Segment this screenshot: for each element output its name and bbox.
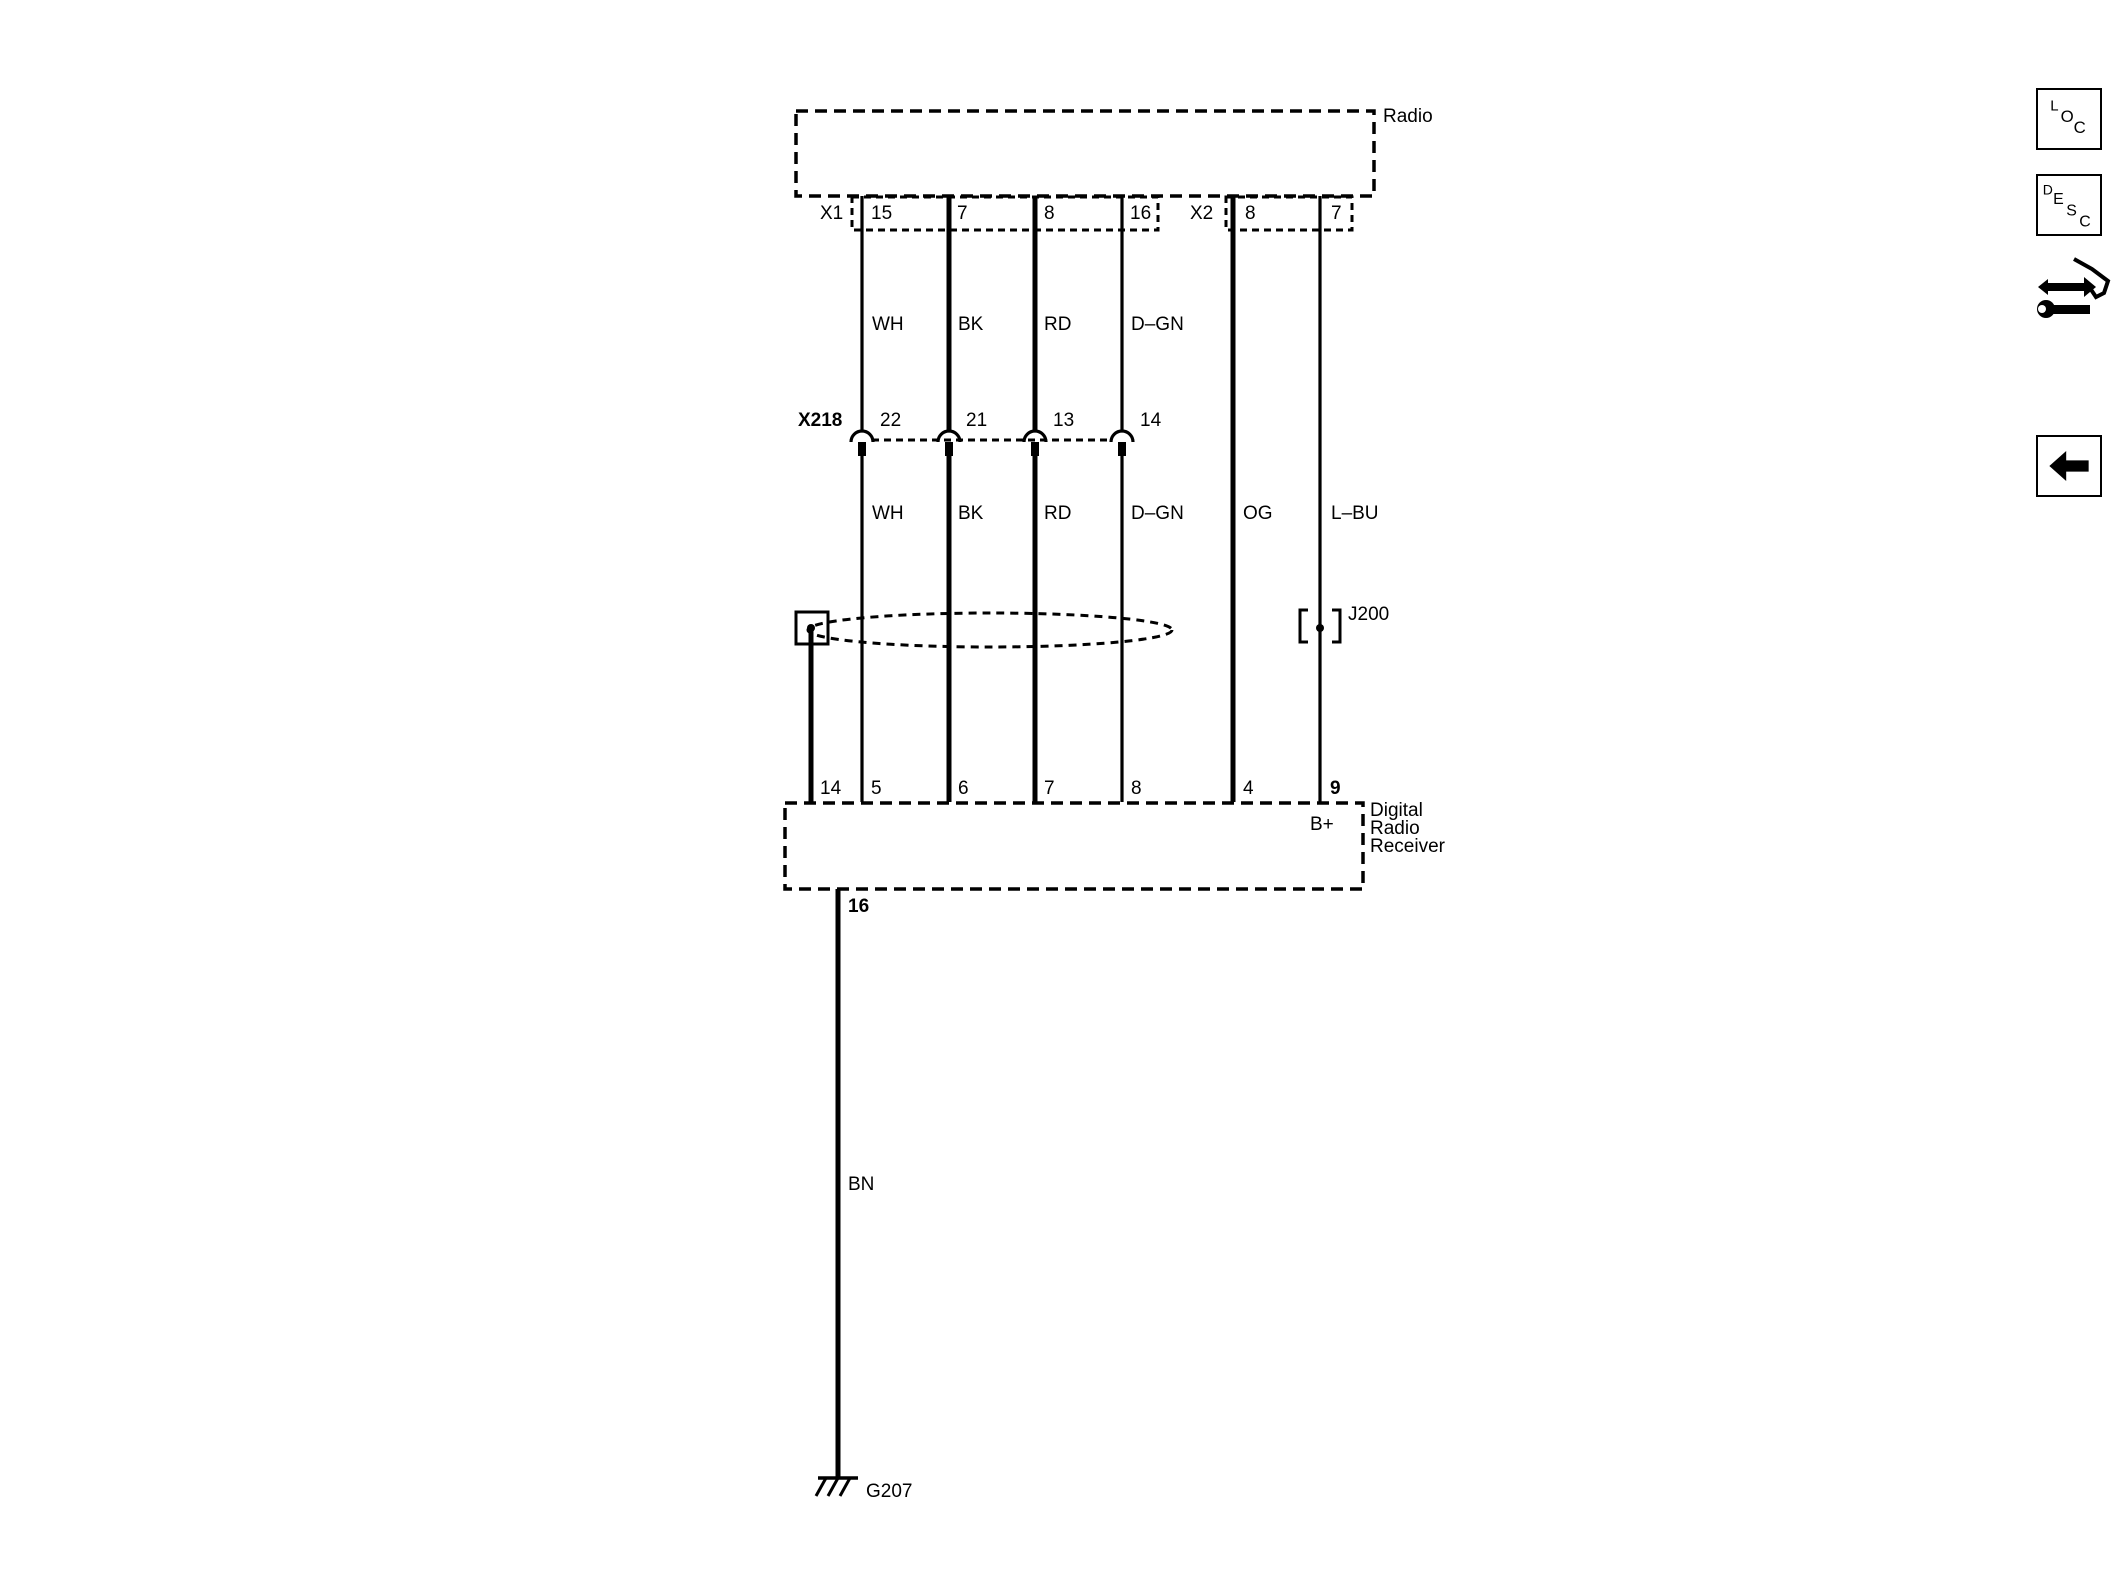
radio-label: Radio <box>1383 106 1433 127</box>
receiver-pin: 14 <box>820 778 842 799</box>
receiver-b-plus: B+ <box>1310 814 1334 835</box>
wire-color-label: D–GN <box>1131 314 1184 335</box>
wire-color-label: BN <box>848 1174 874 1195</box>
x218-pin: 21 <box>966 410 987 431</box>
x2-connector-label: X2 <box>1190 203 1213 224</box>
back-button[interactable] <box>2036 435 2102 497</box>
svg-text:D: D <box>2043 182 2053 198</box>
x1-pin: 8 <box>1044 203 1055 224</box>
ground-label: G207 <box>866 1481 912 1502</box>
x218-terminal <box>936 429 962 456</box>
location-icon: L O C <box>2050 98 2086 137</box>
wire-color-label: WH <box>872 503 904 524</box>
receiver-box <box>783 801 1365 891</box>
location-button[interactable]: L O C <box>2036 88 2102 150</box>
receiver-pin: 5 <box>871 778 882 799</box>
x218-terminal <box>849 429 875 456</box>
wire-color-label: L–BU <box>1331 503 1379 524</box>
wire-color-label: WH <box>872 314 904 335</box>
connector-tools-button[interactable] <box>2034 253 2114 333</box>
shield-drain-box <box>794 610 830 646</box>
x218-terminal <box>1109 429 1135 456</box>
ground-symbol-icon <box>814 1476 858 1497</box>
svg-text:C: C <box>2074 118 2086 137</box>
x218-pin: 14 <box>1140 410 1162 431</box>
x1-pin: 7 <box>957 203 968 224</box>
wire-color-label: RD <box>1044 314 1071 335</box>
x218-terminal <box>1022 429 1048 456</box>
wire-color-label: RD <box>1044 503 1071 524</box>
svg-text:S: S <box>2066 202 2077 219</box>
j200-splice <box>1298 608 1342 644</box>
radio-box <box>794 109 1376 198</box>
x2-pin: 8 <box>1245 203 1256 224</box>
svg-text:E: E <box>2053 191 2064 208</box>
svg-text:C: C <box>2079 214 2090 231</box>
receiver-pin: 4 <box>1243 778 1254 799</box>
receiver-pin: 8 <box>1131 778 1142 799</box>
description-button[interactable]: D E S C <box>2036 174 2102 236</box>
x1-connector-label: X1 <box>820 203 843 224</box>
description-icon: D E S C <box>2043 182 2091 231</box>
wire-color-label: OG <box>1243 503 1273 524</box>
back-arrow-icon <box>2049 451 2089 481</box>
receiver-label: Digital <box>1370 800 1423 821</box>
shield-ellipse <box>806 611 1174 649</box>
x2-connector-box <box>1224 195 1354 232</box>
svg-text:O: O <box>2061 107 2074 126</box>
wire-color-label: BK <box>958 503 984 524</box>
receiver-pin: 9 <box>1330 778 1341 799</box>
j200-label: J200 <box>1348 604 1389 625</box>
receiver-label: Radio <box>1370 818 1420 839</box>
x2-pin: 7 <box>1331 203 1342 224</box>
x1-pin: 16 <box>1130 203 1151 224</box>
receiver-pin: 6 <box>958 778 969 799</box>
wire-color-label: D–GN <box>1131 503 1184 524</box>
svg-text:L: L <box>2050 98 2058 115</box>
x1-pin: 15 <box>871 203 892 224</box>
x218-pin: 13 <box>1053 410 1074 431</box>
receiver-label: Receiver <box>1370 836 1446 857</box>
ground-pin-label: 16 <box>848 896 869 917</box>
connector-tools-icon <box>2037 257 2111 318</box>
x218-label: X218 <box>798 410 842 431</box>
wire-color-label: BK <box>958 314 984 335</box>
x218-pin: 22 <box>880 410 901 431</box>
receiver-pin: 7 <box>1044 778 1055 799</box>
x1-connector-box <box>850 195 1160 232</box>
